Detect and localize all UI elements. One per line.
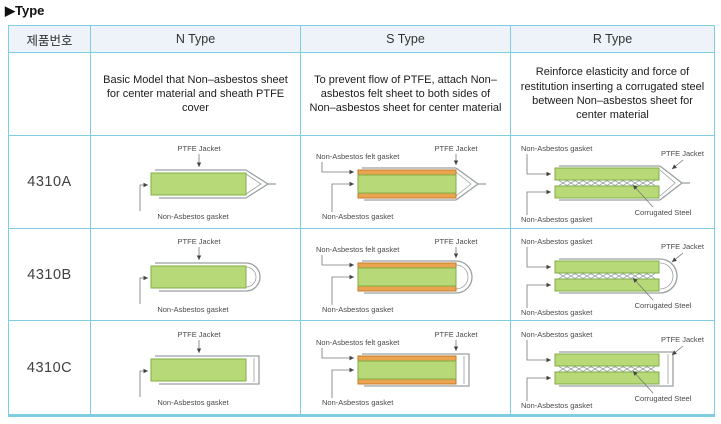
- ptfe-jacket-label: PTFE Jacket: [177, 330, 221, 339]
- non-asbestos-gasket-label: Non-Asbestos gasket: [521, 144, 593, 153]
- non-asbestos-gasket-label: Non-Asbestos gasket: [521, 237, 593, 246]
- non-asbestos-gasket-label: Non-Asbestos gasket: [322, 212, 394, 221]
- non-asbestos-gasket-label: Non-Asbestos gasket: [521, 215, 593, 224]
- desc-r-type: Reinforce elasticity and force of restit…: [511, 53, 714, 136]
- non-asbestos-gasket-label: Non-Asbestos gasket: [521, 401, 593, 410]
- ptfe-jacket-label: PTFE Jacket: [661, 335, 705, 344]
- non-asbestos-felt-gasket-label: Non-Asbestos felt gasket: [316, 245, 400, 254]
- desc-n-type: Basic Model that Non–asbestos sheet for …: [91, 53, 301, 136]
- ptfe-jacket-label: PTFE Jacket: [177, 237, 221, 246]
- non-asbestos-gasket-label: Non-Asbestos gasket: [157, 305, 229, 314]
- non-asbestos-gasket-label: Non-Asbestos gasket: [521, 308, 593, 317]
- header-s-type: S Type: [301, 26, 511, 53]
- desc-s-type: To prevent flow of PTFE, attach Non–asbe…: [301, 53, 511, 136]
- non-asbestos-gasket-label: Non-Asbestos gasket: [157, 398, 229, 407]
- header-r-type: R Type: [511, 26, 714, 53]
- non-asbestos-gasket-label: Non-Asbestos gasket: [157, 212, 229, 221]
- product-cell-4310c: 4310C: [9, 321, 91, 414]
- ptfe-jacket-label: PTFE Jacket: [434, 330, 478, 339]
- ptfe-jacket-label: PTFE Jacket: [177, 144, 221, 153]
- type-table: 제품번호 N Type S Type R Type Basic Model th…: [8, 25, 715, 417]
- corrugated-steel-label: Corrugated Steel: [634, 208, 691, 217]
- non-asbestos-gasket-label: Non-Asbestos gasket: [322, 398, 394, 407]
- product-cell-4310b: 4310B: [9, 229, 91, 321]
- ptfe-jacket-label: PTFE Jacket: [661, 149, 705, 158]
- page-title: ▶Type: [5, 3, 45, 18]
- non-asbestos-felt-gasket-label: Non-Asbestos felt gasket: [316, 152, 400, 161]
- desc-empty: [9, 53, 91, 136]
- header-product-no: 제품번호: [9, 26, 91, 53]
- corrugated-steel-label: Corrugated Steel: [634, 301, 691, 310]
- product-cell-4310a: 4310A: [9, 136, 91, 229]
- header-n-type: N Type: [91, 26, 301, 53]
- non-asbestos-gasket-label: Non-Asbestos gasket: [322, 305, 394, 314]
- non-asbestos-gasket-label: Non-Asbestos gasket: [521, 330, 593, 339]
- ptfe-jacket-label: PTFE Jacket: [434, 144, 478, 153]
- ptfe-jacket-label: PTFE Jacket: [661, 242, 705, 251]
- ptfe-jacket-label: PTFE Jacket: [434, 237, 478, 246]
- non-asbestos-felt-gasket-label: Non-Asbestos felt gasket: [316, 338, 400, 347]
- corrugated-steel-label: Corrugated Steel: [634, 394, 691, 403]
